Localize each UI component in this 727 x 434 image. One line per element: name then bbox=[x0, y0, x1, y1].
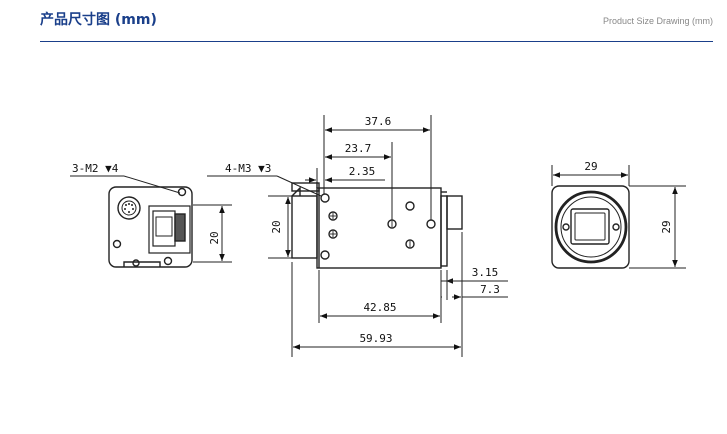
round-connector-icon bbox=[117, 196, 141, 220]
side-hole-callout: 4-M3 ▼3 bbox=[225, 162, 271, 175]
header-divider bbox=[40, 41, 713, 42]
screw-hole-icon bbox=[328, 211, 338, 221]
front-view bbox=[551, 185, 630, 269]
ethernet-port-icon bbox=[148, 205, 191, 254]
dim-2-35: 2.35 bbox=[349, 165, 376, 178]
mount-hole-icon bbox=[163, 256, 173, 266]
mount-hole-icon bbox=[112, 239, 122, 249]
screw-hole-icon bbox=[320, 193, 330, 203]
rear-height-dim: 20 bbox=[208, 231, 221, 244]
dim-7-3: 7.3 bbox=[480, 283, 500, 296]
dim-23-7: 23.7 bbox=[345, 142, 372, 155]
side-height-dim: 20 bbox=[270, 220, 283, 233]
page-title: 产品尺寸图 (mm) bbox=[40, 12, 157, 28]
screw-hole-icon bbox=[405, 239, 415, 249]
screw-hole-icon bbox=[320, 250, 330, 260]
rear-hole-callout: 3-M2 ▼4 bbox=[72, 162, 119, 175]
front-height-dim: 29 bbox=[660, 220, 673, 233]
screw-hole-icon bbox=[328, 229, 338, 239]
rear-view bbox=[108, 186, 193, 268]
sensor-window bbox=[570, 208, 610, 245]
front-body bbox=[551, 185, 630, 269]
screw-hole-icon bbox=[426, 219, 436, 229]
front-width-dim: 29 bbox=[584, 160, 597, 173]
dim-3-15: 3.15 bbox=[472, 266, 499, 279]
page-subtitle: Product Size Drawing (mm) bbox=[602, 16, 713, 26]
rear-body bbox=[108, 186, 193, 268]
dim-59-93: 59.93 bbox=[359, 332, 392, 345]
lens-mount-icon bbox=[554, 190, 628, 264]
dim-42-85: 42.85 bbox=[363, 301, 396, 314]
mount-hole-icon bbox=[177, 187, 187, 197]
dim-37-6: 37.6 bbox=[365, 115, 392, 128]
side-body bbox=[316, 187, 442, 269]
side-view bbox=[291, 182, 463, 269]
screw-hole-icon bbox=[405, 201, 415, 211]
